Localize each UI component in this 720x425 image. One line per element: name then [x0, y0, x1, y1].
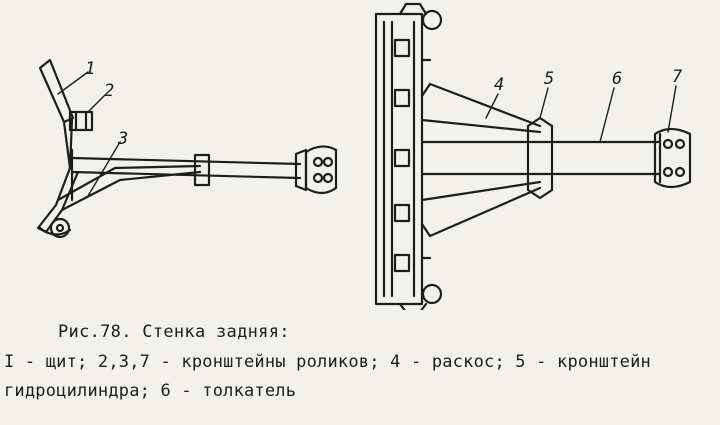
callout-7: 7	[672, 67, 683, 87]
caption-legend-line-2: гидроцилиндра; 6 - толкатель	[4, 381, 297, 401]
caption-legend-line-1: I - щит; 2,3,7 - кронштейны роликов; 4 -…	[4, 352, 651, 372]
pusher-plan	[420, 140, 662, 176]
rear-wall-drawing: 1 2 3 4 5 6 7	[36, 2, 692, 310]
callout-5: 5	[544, 69, 554, 89]
callout-6: 6	[612, 69, 622, 89]
caption-title: Рис.78. Стенка задняя:	[58, 322, 290, 342]
callout-leaders	[57, 71, 677, 197]
brace-plan	[420, 82, 542, 238]
end-roller-side	[304, 145, 338, 195]
callout-2: 2	[104, 81, 114, 101]
shield-plan	[374, 2, 443, 310]
shield-side	[36, 58, 80, 236]
callout-4: 4	[494, 75, 504, 95]
callout-3: 3	[117, 129, 128, 149]
figure-caption: Рис.78. Стенка задняя: I - щит; 2,3,7 - …	[0, 318, 720, 418]
pusher-rod-side	[70, 148, 308, 192]
side-view	[36, 58, 338, 239]
roller-bracket-2-side	[68, 110, 94, 132]
callout-1: 1	[85, 59, 95, 79]
cylinder-bracket-plan	[526, 116, 554, 200]
plan-view	[374, 2, 692, 310]
roller-bracket-7-plan	[653, 127, 692, 189]
bottom-hinge-side	[49, 217, 71, 239]
